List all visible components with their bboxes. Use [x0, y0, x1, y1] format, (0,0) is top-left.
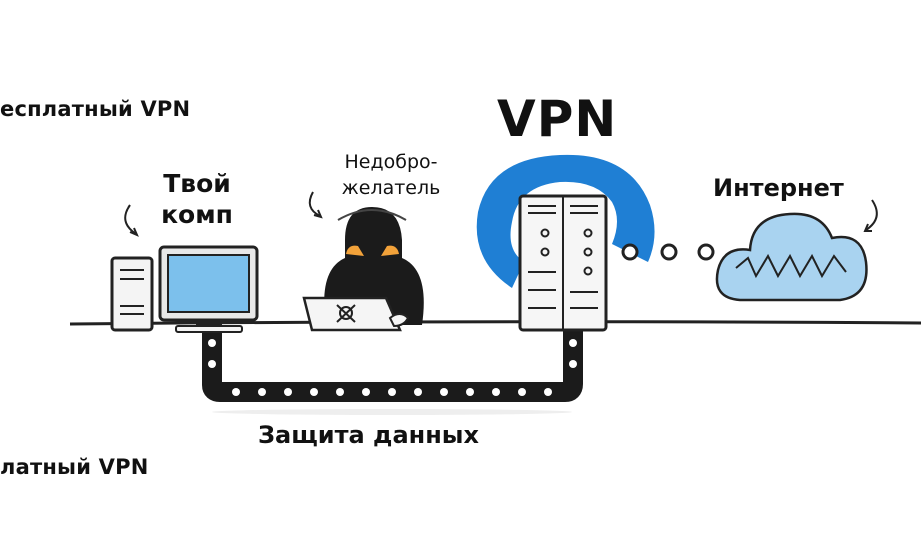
hacker-line1: Недобро-	[344, 151, 438, 173]
arrow-to-cloud-icon	[865, 199, 878, 231]
ground-line	[69, 320, 921, 326]
vpn-arc	[476, 154, 655, 288]
computer-tower-icon	[110, 256, 154, 332]
paid-vpn-label: латный VPN	[0, 455, 149, 479]
free-vpn-label: есплатный VPN	[0, 97, 191, 121]
hacker-line2: желатель	[341, 177, 441, 199]
data-tunnel	[202, 330, 583, 402]
vpn-server-icon	[518, 194, 608, 332]
your-comp-line2: комп	[161, 200, 233, 229]
arrow-to-comp-icon	[124, 204, 137, 235]
connection-dots	[621, 243, 715, 261]
hacker-label: Недобро- желатель	[327, 149, 455, 201]
vpn-title: VPN	[497, 90, 618, 148]
data-protection-label: Защита данных	[258, 421, 479, 449]
hacker-icon	[324, 207, 424, 325]
internet-cloud-icon	[715, 212, 868, 302]
your-comp-line1: Твой	[163, 169, 231, 198]
monitor-icon	[158, 245, 259, 333]
arrow-to-hacker-icon	[308, 191, 321, 217]
laptop-icon	[302, 296, 410, 332]
internet-label: Интернет	[713, 174, 844, 202]
your-comp-label: Твой комп	[152, 168, 242, 230]
